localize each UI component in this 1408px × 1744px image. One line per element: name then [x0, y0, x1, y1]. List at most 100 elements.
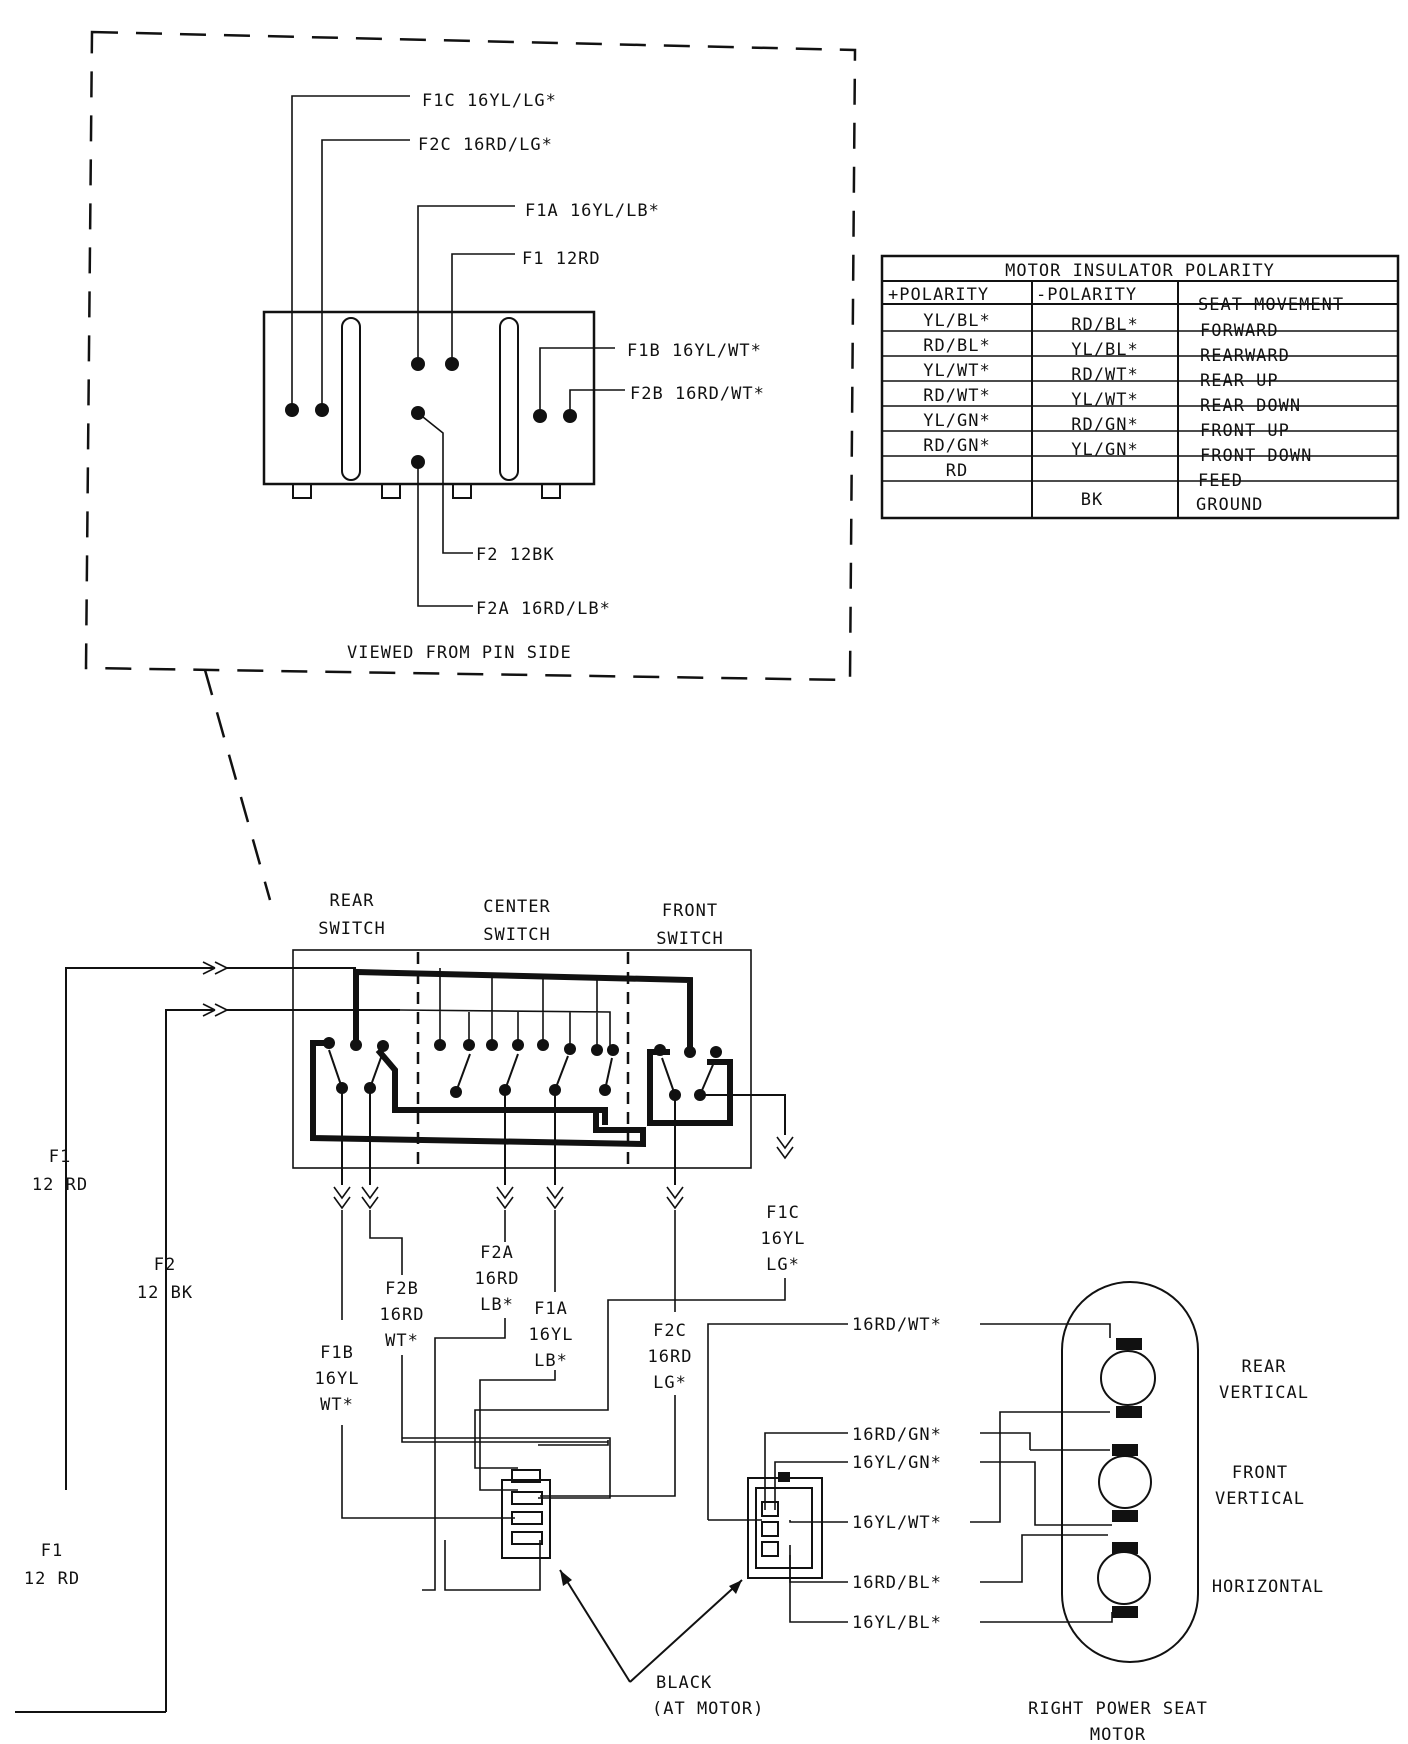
connector-view-caption: VIEWED FROM PIN SIDE — [347, 643, 572, 663]
svg-text:16RD: 16RD — [380, 1305, 425, 1325]
table-title: MOTOR INSULATOR POLARITY — [1005, 261, 1275, 281]
svg-text:16YL: 16YL — [315, 1369, 360, 1389]
front-vertical-motor-icon — [1098, 1444, 1152, 1522]
motor-wire-yl-gn: 16YL/GN* — [852, 1453, 942, 1473]
wire-label-f2-spec: 12 BK — [137, 1283, 193, 1303]
svg-text:GROUND: GROUND — [1196, 495, 1263, 515]
motor-wire-rd-wt: 16RD/WT* — [852, 1315, 942, 1335]
svg-text:LB*: LB* — [534, 1351, 568, 1371]
center-contacts — [399, 968, 611, 1050]
at-motor-label: (AT MOTOR) — [652, 1699, 764, 1719]
harness-wires — [341, 1210, 786, 1591]
power-seat-motor-assembly: REAR VERTICAL FRONT VERTICAL HORIZONTAL … — [1028, 1281, 1324, 1744]
svg-text:REARWARD: REARWARD — [1200, 346, 1290, 366]
connector-slot-left — [341, 317, 361, 481]
connector-feet — [292, 483, 561, 499]
svg-text:FORWARD: FORWARD — [1200, 321, 1279, 341]
label-f2b: F2B 16RD/WT* — [630, 384, 765, 404]
wire-label-f1b: F1B — [320, 1343, 354, 1363]
wire-label-f2c: F2C — [653, 1321, 687, 1341]
motor-wire-labels: 16RD/WT* 16RD/GN* 16YL/GN* 16YL/WT* 16RD… — [852, 1315, 942, 1633]
svg-text:RD/BL*: RD/BL* — [923, 336, 990, 356]
table-row: RD/WT* YL/WT* REAR DOWN — [923, 386, 1301, 416]
wire-label-f1-lower: F1 — [41, 1541, 63, 1561]
feed-busbar — [353, 968, 693, 1052]
svg-text:RD/BL*: RD/BL* — [1071, 315, 1138, 335]
svg-text:16YL: 16YL — [529, 1325, 574, 1345]
svg-text:RD/WT*: RD/WT* — [1071, 365, 1138, 385]
svg-text:FRONT DOWN: FRONT DOWN — [1200, 446, 1312, 466]
label-f1: F1 12RD — [522, 249, 601, 269]
label-f1c: F1C 16YL/LG* — [422, 91, 557, 111]
switch-contacts — [323, 1037, 722, 1101]
motor-wire-rd-bl: 16RD/BL* — [852, 1573, 942, 1593]
table-row: YL/WT* RD/WT* REAR UP — [923, 361, 1279, 391]
wire-f1-feed — [65, 967, 215, 1490]
svg-text:LB*: LB* — [480, 1295, 514, 1315]
svg-text:FEED: FEED — [1198, 471, 1243, 491]
svg-text:YL/GN*: YL/GN* — [923, 411, 990, 431]
black-connector-callout: BLACK (AT MOTOR) — [559, 1569, 764, 1719]
label-f1b: F1B 16YL/WT* — [627, 341, 762, 361]
switch-housing — [292, 949, 752, 1169]
label-f2a: F2A 16RD/LB* — [476, 599, 611, 619]
horizontal-motor-icon — [1097, 1542, 1151, 1618]
front-switch-label: FRONT — [662, 901, 718, 921]
connector-detail: F1C 16YL/LG* F2C 16RD/LG* F1A 16YL/LB* F… — [84, 30, 857, 901]
rear-vertical-label: REAR — [1242, 1357, 1287, 1377]
svg-text:YL/BL*: YL/BL* — [1071, 340, 1138, 360]
svg-text:YL/WT*: YL/WT* — [923, 361, 990, 381]
motor-assembly-outline — [1061, 1281, 1199, 1663]
table-row: YL/BL* RD/BL* FORWARD — [923, 311, 1279, 341]
table-row: BK GROUND — [1081, 490, 1263, 515]
motor-wire-yl-bl: 16YL/BL* — [852, 1613, 942, 1633]
svg-text:REAR UP: REAR UP — [1200, 371, 1279, 391]
harness-connector-right — [747, 1472, 823, 1579]
wire-label-f1a: F1A — [534, 1299, 568, 1319]
motor-assembly-title-2: MOTOR — [1090, 1725, 1146, 1744]
switch-blades — [328, 1049, 716, 1096]
svg-text:YL/GN*: YL/GN* — [1071, 440, 1138, 460]
table-header-positive: +POLARITY — [888, 285, 989, 305]
connector-arrow-f1 — [202, 961, 228, 975]
front-vertical-label: FRONT — [1232, 1463, 1288, 1483]
svg-text:FRONT UP: FRONT UP — [1200, 421, 1290, 441]
front-switch-label-2: SWITCH — [656, 929, 723, 949]
horizontal-label: HORIZONTAL — [1212, 1577, 1324, 1597]
rear-vertical-motor-icon — [1100, 1338, 1156, 1418]
detail-callout-leader — [203, 669, 272, 901]
connector-slot-right — [499, 317, 519, 481]
table-row: YL/GN* RD/GN* FRONT UP — [923, 411, 1290, 441]
svg-text:LG*: LG* — [766, 1255, 800, 1275]
ground-busbar — [310, 1040, 646, 1148]
rear-switch-label-2: SWITCH — [318, 919, 385, 939]
svg-text:16RD: 16RD — [648, 1347, 693, 1367]
motor-harness-wires — [707, 1323, 1113, 1623]
svg-text:RD/WT*: RD/WT* — [923, 386, 990, 406]
polarity-table: MOTOR INSULATOR POLARITY +POLARITY -POLA… — [880, 254, 1400, 520]
table-row: RD/BL* YL/BL* REARWARD — [923, 336, 1290, 366]
connector-arrow-f2 — [202, 1003, 228, 1017]
label-f2c: F2C 16RD/LG* — [418, 135, 553, 155]
black-label: BLACK — [656, 1673, 712, 1693]
center-switch-label-2: SWITCH — [483, 925, 550, 945]
rear-vertical-label-2: VERTICAL — [1219, 1383, 1309, 1403]
table-row: RD/GN* YL/GN* FRONT DOWN — [923, 436, 1312, 466]
table-header-negative: -POLARITY — [1036, 285, 1137, 305]
wire-label-f2b: F2B — [385, 1279, 419, 1299]
motor-wire-rd-gn: 16RD/GN* — [852, 1425, 942, 1445]
table-border — [880, 254, 1400, 520]
table-row: RD FEED — [946, 461, 1243, 491]
label-f1a: F1A 16YL/LB* — [525, 201, 660, 221]
svg-text:BK: BK — [1081, 490, 1103, 510]
wire-label-f1-lower-spec: 12 RD — [24, 1569, 80, 1589]
svg-text:LG*: LG* — [653, 1373, 687, 1393]
svg-text:YL/WT*: YL/WT* — [1071, 390, 1138, 410]
connector-pins — [285, 357, 577, 469]
svg-text:RD/GN*: RD/GN* — [923, 436, 990, 456]
rear-switch-label: REAR — [330, 891, 375, 911]
wire-label-f1: F1 — [49, 1147, 71, 1167]
svg-text:REAR DOWN: REAR DOWN — [1200, 396, 1301, 416]
svg-text:WT*: WT* — [320, 1395, 354, 1415]
